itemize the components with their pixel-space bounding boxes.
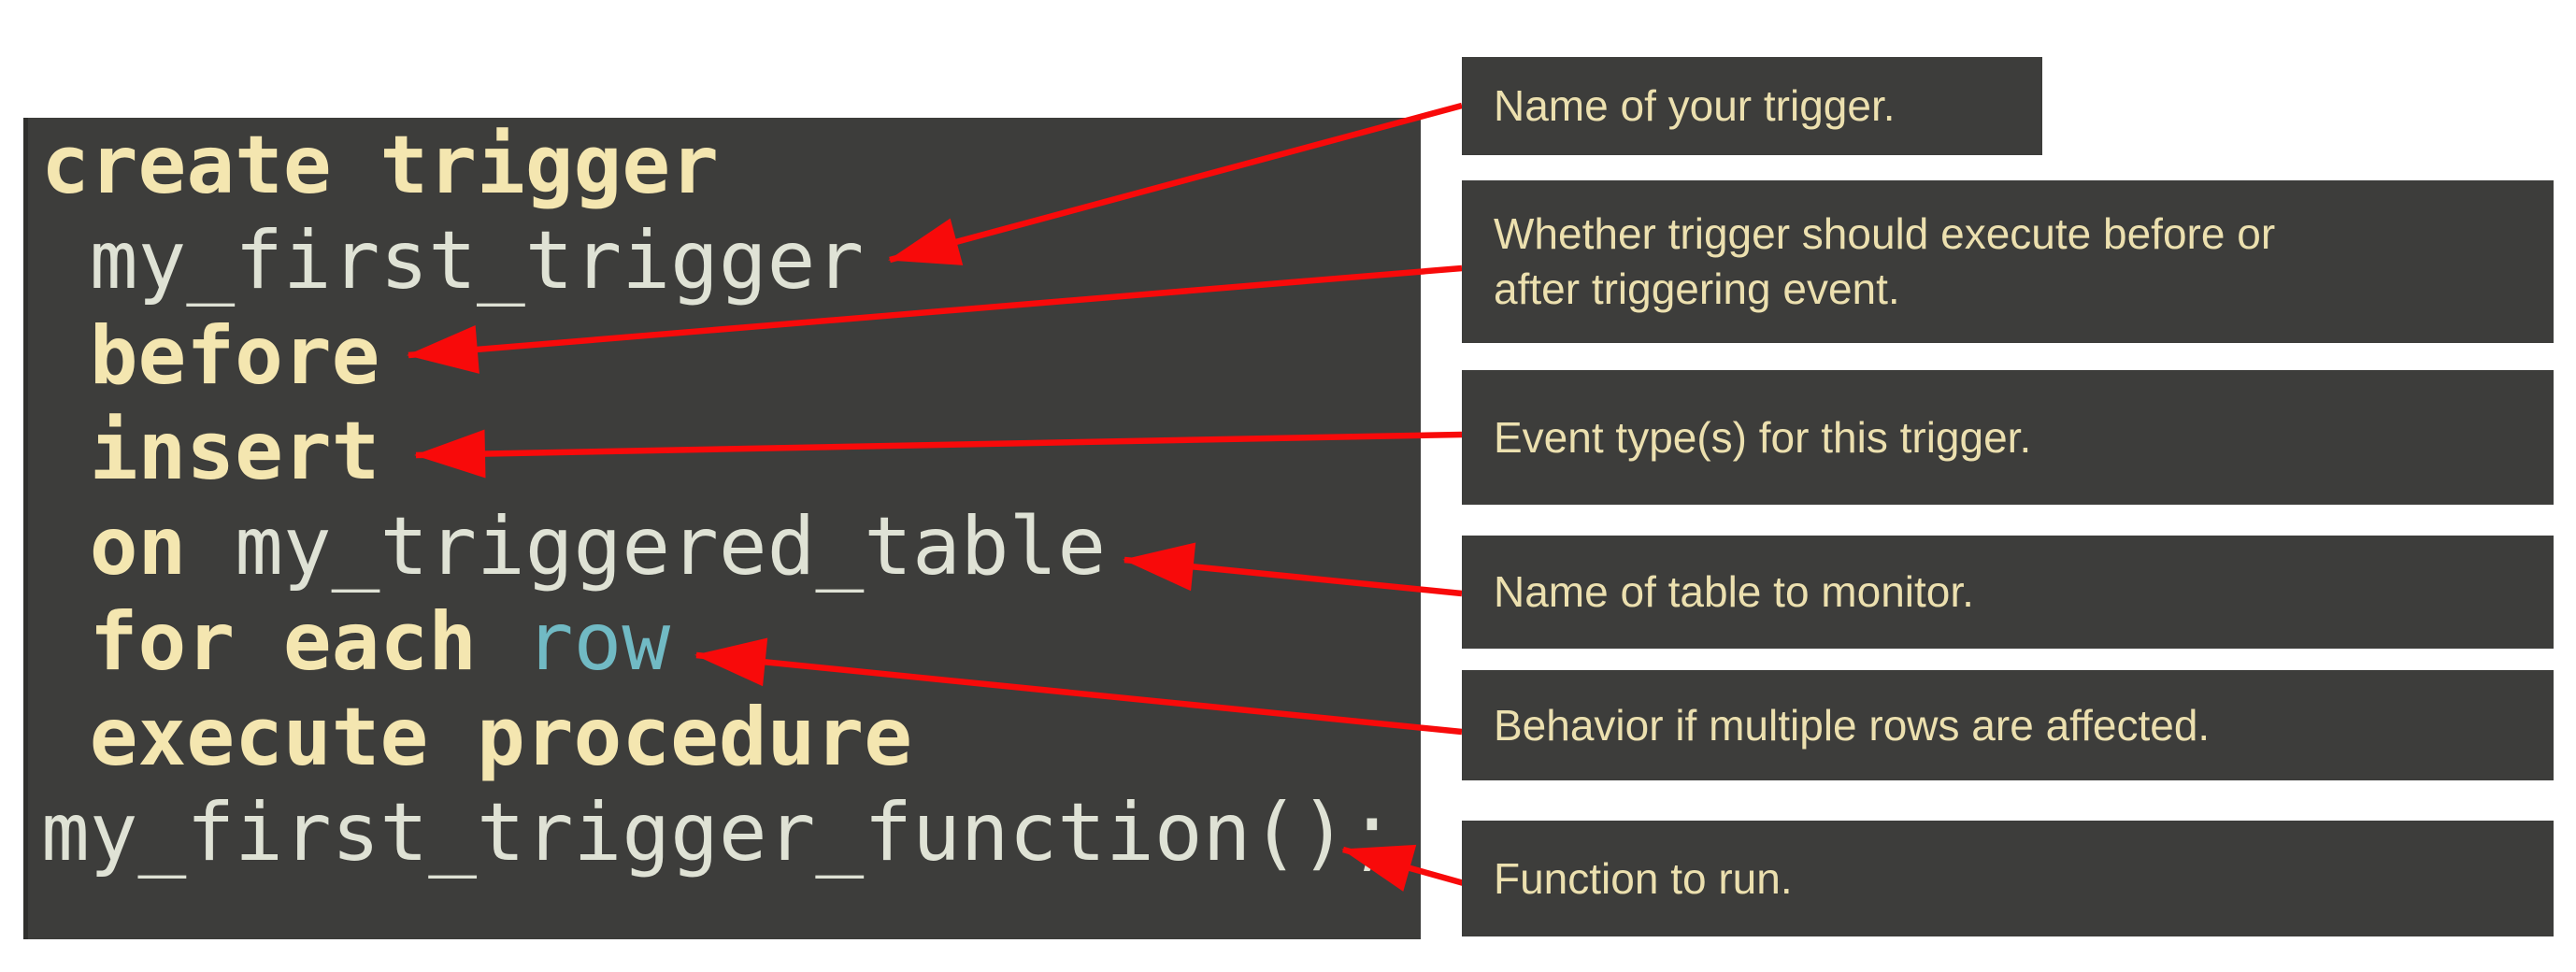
sql-code-panel: create trigger my_first_trigger before i… [23, 118, 1421, 939]
code-token-keyword: on [89, 500, 187, 593]
code-token-plain [41, 595, 90, 689]
code-token-keyword: for each [89, 595, 477, 689]
code-token-plain [41, 500, 90, 593]
annotation-box-event-type: Event type(s) for this trigger. [1462, 370, 2554, 505]
code-line-function-call: my_first_trigger_function(); [41, 785, 1421, 880]
code-token-special: row [524, 595, 671, 689]
annotation-box-function-to-run: Function to run. [1462, 821, 2554, 936]
code-token-plain [41, 691, 90, 784]
code-token-identifier: my_first_trigger_function(); [41, 786, 1396, 879]
annotation-box-before-after: Whether trigger should execute before or… [1462, 180, 2554, 343]
annotation-label-trigger-name: Name of your trigger. [1494, 81, 1896, 130]
code-token-keyword: create trigger [41, 119, 719, 212]
code-token-plain [186, 500, 235, 593]
code-line-create-trigger: create trigger [41, 118, 1421, 213]
code-line-before-keyword: before [41, 308, 1421, 404]
code-token-plain [41, 405, 90, 498]
annotation-label-row-behavior: Behavior if multiple rows are affected. [1494, 700, 2211, 750]
annotation-box-row-behavior: Behavior if multiple rows are affected. [1462, 670, 2554, 780]
code-token-keyword: execute procedure [89, 691, 912, 784]
annotation-box-table-name: Name of table to monitor. [1462, 536, 2554, 649]
annotation-label-function-to-run: Function to run. [1494, 853, 1793, 903]
annotation-label-event-type: Event type(s) for this trigger. [1494, 412, 2032, 462]
code-line-on-table: on my_triggered_table [41, 499, 1421, 594]
code-line-trigger-name: my_first_trigger [41, 213, 1421, 308]
annotation-label-table-name: Name of table to monitor. [1494, 567, 1974, 616]
code-token-plain [41, 214, 90, 307]
code-line-execute-procedure: execute procedure [41, 690, 1421, 785]
code-token-plain [41, 309, 90, 403]
annotation-box-trigger-name: Name of your trigger. [1462, 57, 2042, 155]
code-line-for-each-row: for each row [41, 594, 1421, 690]
annotation-label-before-after: Whether trigger should execute before or… [1494, 209, 2276, 313]
code-token-keyword: before [89, 309, 380, 403]
code-line-insert-keyword: insert [41, 404, 1421, 499]
code-token-identifier: my_first_trigger [89, 214, 865, 307]
code-token-plain [477, 595, 525, 689]
code-token-keyword: insert [89, 405, 380, 498]
code-token-identifier: my_triggered_table [235, 500, 1107, 593]
